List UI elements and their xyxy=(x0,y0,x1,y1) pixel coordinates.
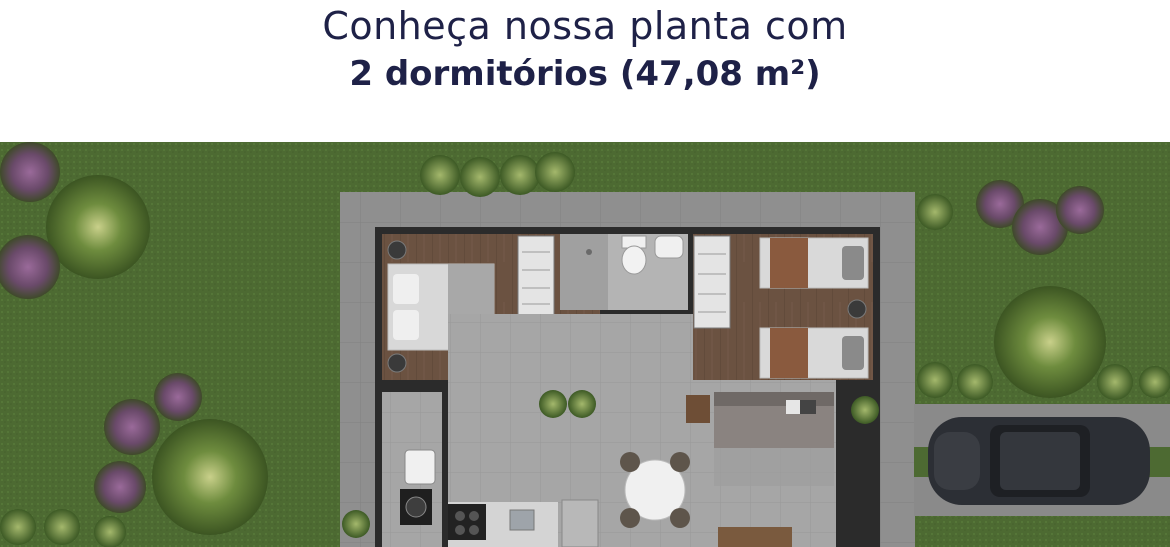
wardrobe xyxy=(517,235,555,319)
car xyxy=(928,417,1150,505)
page-subtitle: 2 dormitórios (47,08 m²) xyxy=(349,54,821,94)
dining-table xyxy=(620,452,690,528)
page-title: Conheça nossa planta com xyxy=(322,4,848,48)
floor-plan-render xyxy=(0,142,1170,547)
wardrobe-2 xyxy=(693,235,731,329)
sink xyxy=(654,235,684,259)
header: Conheça nossa planta com 2 dormitórios (… xyxy=(0,0,1170,142)
fridge xyxy=(561,499,599,547)
stove xyxy=(448,504,486,540)
